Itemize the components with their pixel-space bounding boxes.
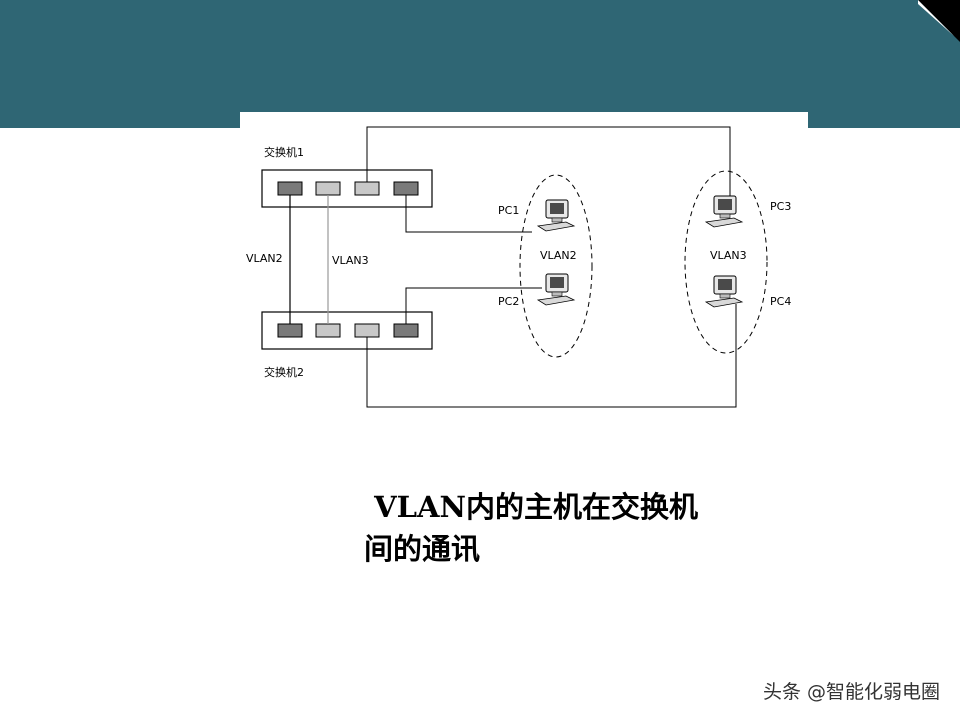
pc4-computer-icon — [704, 275, 744, 308]
slide-caption: VLAN内的主机在交换机 间的通讯 — [364, 486, 784, 570]
header-band — [0, 0, 960, 128]
cable-switch2-pc4 — [366, 304, 737, 408]
pc2-computer-icon — [536, 273, 576, 306]
switch2-port-3 — [354, 323, 380, 338]
vlan2-link-label: VLAN2 — [246, 252, 283, 265]
switch1-label: 交换机1 — [264, 145, 304, 159]
vlan3-link-label: VLAN3 — [332, 254, 369, 267]
vlan3-group-label: VLAN3 — [710, 249, 747, 262]
switch2-port-1 — [277, 323, 303, 338]
cable-switch1-pc1 — [405, 195, 532, 233]
switch1-port-2 — [315, 181, 341, 196]
caption-line-2: 间的通讯 — [364, 532, 481, 566]
pc2-label: PC2 — [498, 295, 519, 308]
vlan2-group-label: VLAN2 — [540, 249, 577, 262]
cable-switch1-pc3 — [366, 126, 731, 200]
vlan-diagram-svg: 交换机1 交换机2 VLAN2 VLAN3 VLAN2 VLAN3 PC1 PC… — [246, 126, 791, 408]
switch2-port-4 — [393, 323, 419, 338]
vlan2-group-ellipse — [519, 174, 593, 358]
corner-fold-decoration — [918, 0, 960, 42]
pc1-label: PC1 — [498, 204, 519, 217]
pc3-computer-icon — [704, 195, 744, 228]
switch2-port-2 — [315, 323, 341, 338]
switch1-port-3 — [354, 181, 380, 196]
pc1-computer-icon — [536, 199, 576, 232]
switch1-port-4 — [393, 181, 419, 196]
pc3-label: PC3 — [770, 200, 791, 213]
watermark: 头条 @智能化弱电圈 — [762, 681, 940, 703]
caption-line-1: VLAN内的主机在交换机 — [364, 490, 698, 524]
switch2-label: 交换机2 — [264, 365, 304, 379]
cable-switch2-pc2 — [405, 287, 542, 324]
vlan3-group-ellipse — [684, 170, 768, 354]
vlan-diagram: 交换机1 交换机2 VLAN2 VLAN3 VLAN2 VLAN3 PC1 PC… — [240, 112, 808, 422]
pc4-label: PC4 — [770, 295, 791, 308]
switch1-port-1 — [277, 181, 303, 196]
